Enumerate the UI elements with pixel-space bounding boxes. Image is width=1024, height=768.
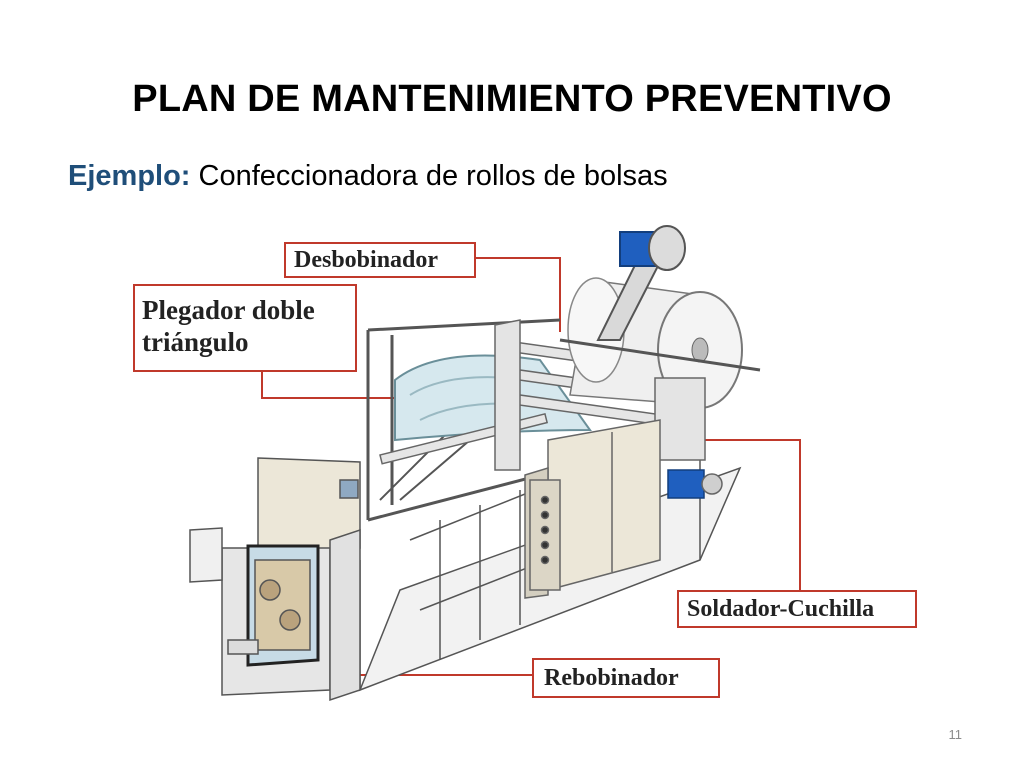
unwinder-arm (596, 225, 686, 341)
callout-rebobinador-label: Rebobinador (544, 665, 679, 691)
subtitle-text: Confeccionadora de rollos de bolsas (190, 160, 668, 192)
control-panel-icon (339, 479, 359, 499)
leader-desbobinador (476, 257, 561, 332)
motor-icon (667, 469, 705, 499)
subtitle-lead: Ejemplo: (68, 160, 191, 192)
callout-desbobinador-label: Desbobinador (294, 247, 439, 273)
subtitle: Ejemplo: Confeccionadora de rollos de bo… (68, 160, 668, 193)
callout-desbobinador: Desbobinador (284, 242, 476, 278)
callout-soldador-label: Soldador-Cuchilla (687, 596, 875, 622)
leader-plegador (261, 372, 398, 399)
rewinder-section (189, 457, 361, 702)
roll-side-frames (494, 319, 706, 471)
callout-soldador: Soldador-Cuchilla (677, 590, 917, 628)
slide-title: PLAN DE MANTENIMIENTO PREVENTIVO (132, 78, 892, 120)
sealer-cabinet (524, 419, 723, 599)
page-number: 11 (948, 727, 963, 742)
callout-rebobinador: Rebobinador (532, 658, 720, 698)
callout-plegador-line1: Plegador doble (142, 295, 315, 325)
callout-plegador-line2: triángulo (142, 327, 249, 357)
